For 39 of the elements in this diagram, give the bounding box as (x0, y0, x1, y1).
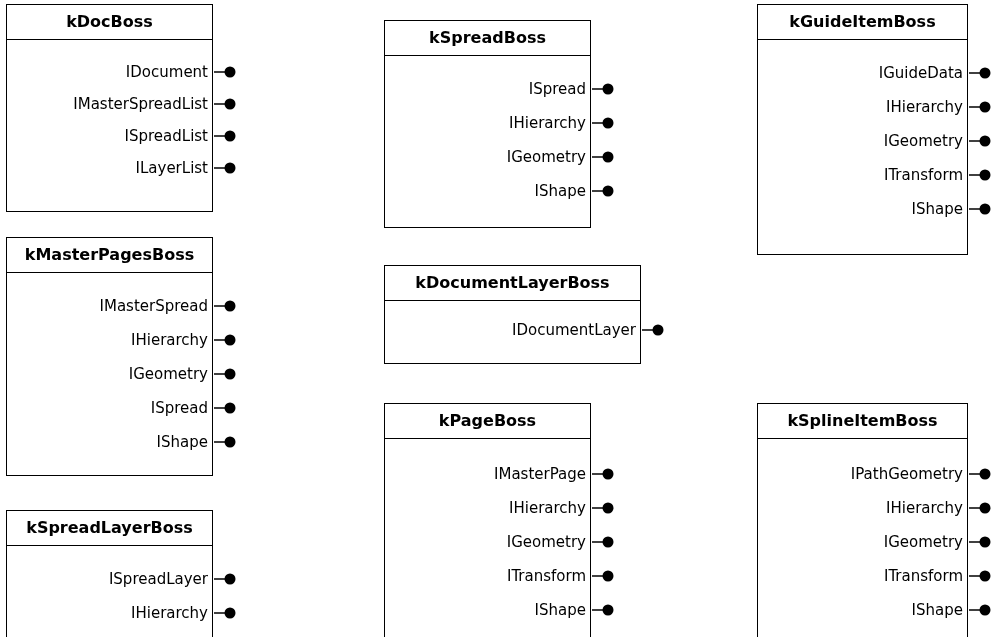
class-name: kMasterPagesBoss (7, 238, 212, 273)
interface-name: ITransform (883, 567, 963, 585)
class-name: kDocumentLayerBoss (385, 266, 640, 301)
interface-name: IHierarchy (509, 114, 586, 132)
class-name: kGuideItemBoss (758, 5, 967, 40)
interface-name: IMasterSpread (99, 297, 208, 315)
interface-name: ISpread (150, 399, 208, 417)
interface-name: IDocumentLayer (512, 321, 636, 339)
interface-name: IMasterPage (494, 465, 586, 483)
interface-name: IHierarchy (886, 499, 963, 517)
interface-name: ITransform (506, 567, 586, 585)
interface-name: IShape (534, 601, 586, 619)
interface-name: IGeometry (883, 533, 963, 551)
interface-name: IGeometry (883, 132, 963, 150)
class-name: kSpreadLayerBoss (7, 511, 212, 546)
class-name: kPageBoss (385, 404, 590, 439)
interface-name: IGeometry (128, 365, 208, 383)
interface-name: IShape (534, 182, 586, 200)
interface-name: ISpreadList (124, 127, 208, 145)
interface-name: IShape (156, 433, 208, 451)
interface-name: IGeometry (506, 148, 586, 166)
interface-name: IHierarchy (886, 98, 963, 116)
class-name: kSpreadBoss (385, 21, 590, 56)
interface-name: IHierarchy (131, 331, 208, 349)
interface-name: IHierarchy (131, 604, 208, 622)
interface-name: IShape (911, 601, 963, 619)
interface-name: IHierarchy (509, 499, 586, 517)
interface-name: ISpreadLayer (108, 570, 208, 588)
interface-name: IDocument (125, 63, 208, 81)
interface-name: IShape (911, 200, 963, 218)
interface-name: IPathGeometry (850, 465, 963, 483)
interface-name: ILayerList (135, 159, 208, 177)
class-name: kSplineItemBoss (758, 404, 967, 439)
interface-name: IMasterSpreadList (73, 95, 208, 113)
interface-name: ITransform (883, 166, 963, 184)
interface-name: IGuideData (878, 64, 963, 82)
interface-name: ISpread (528, 80, 586, 98)
interface-name: IGeometry (506, 533, 586, 551)
class-name: kDocBoss (7, 5, 212, 40)
